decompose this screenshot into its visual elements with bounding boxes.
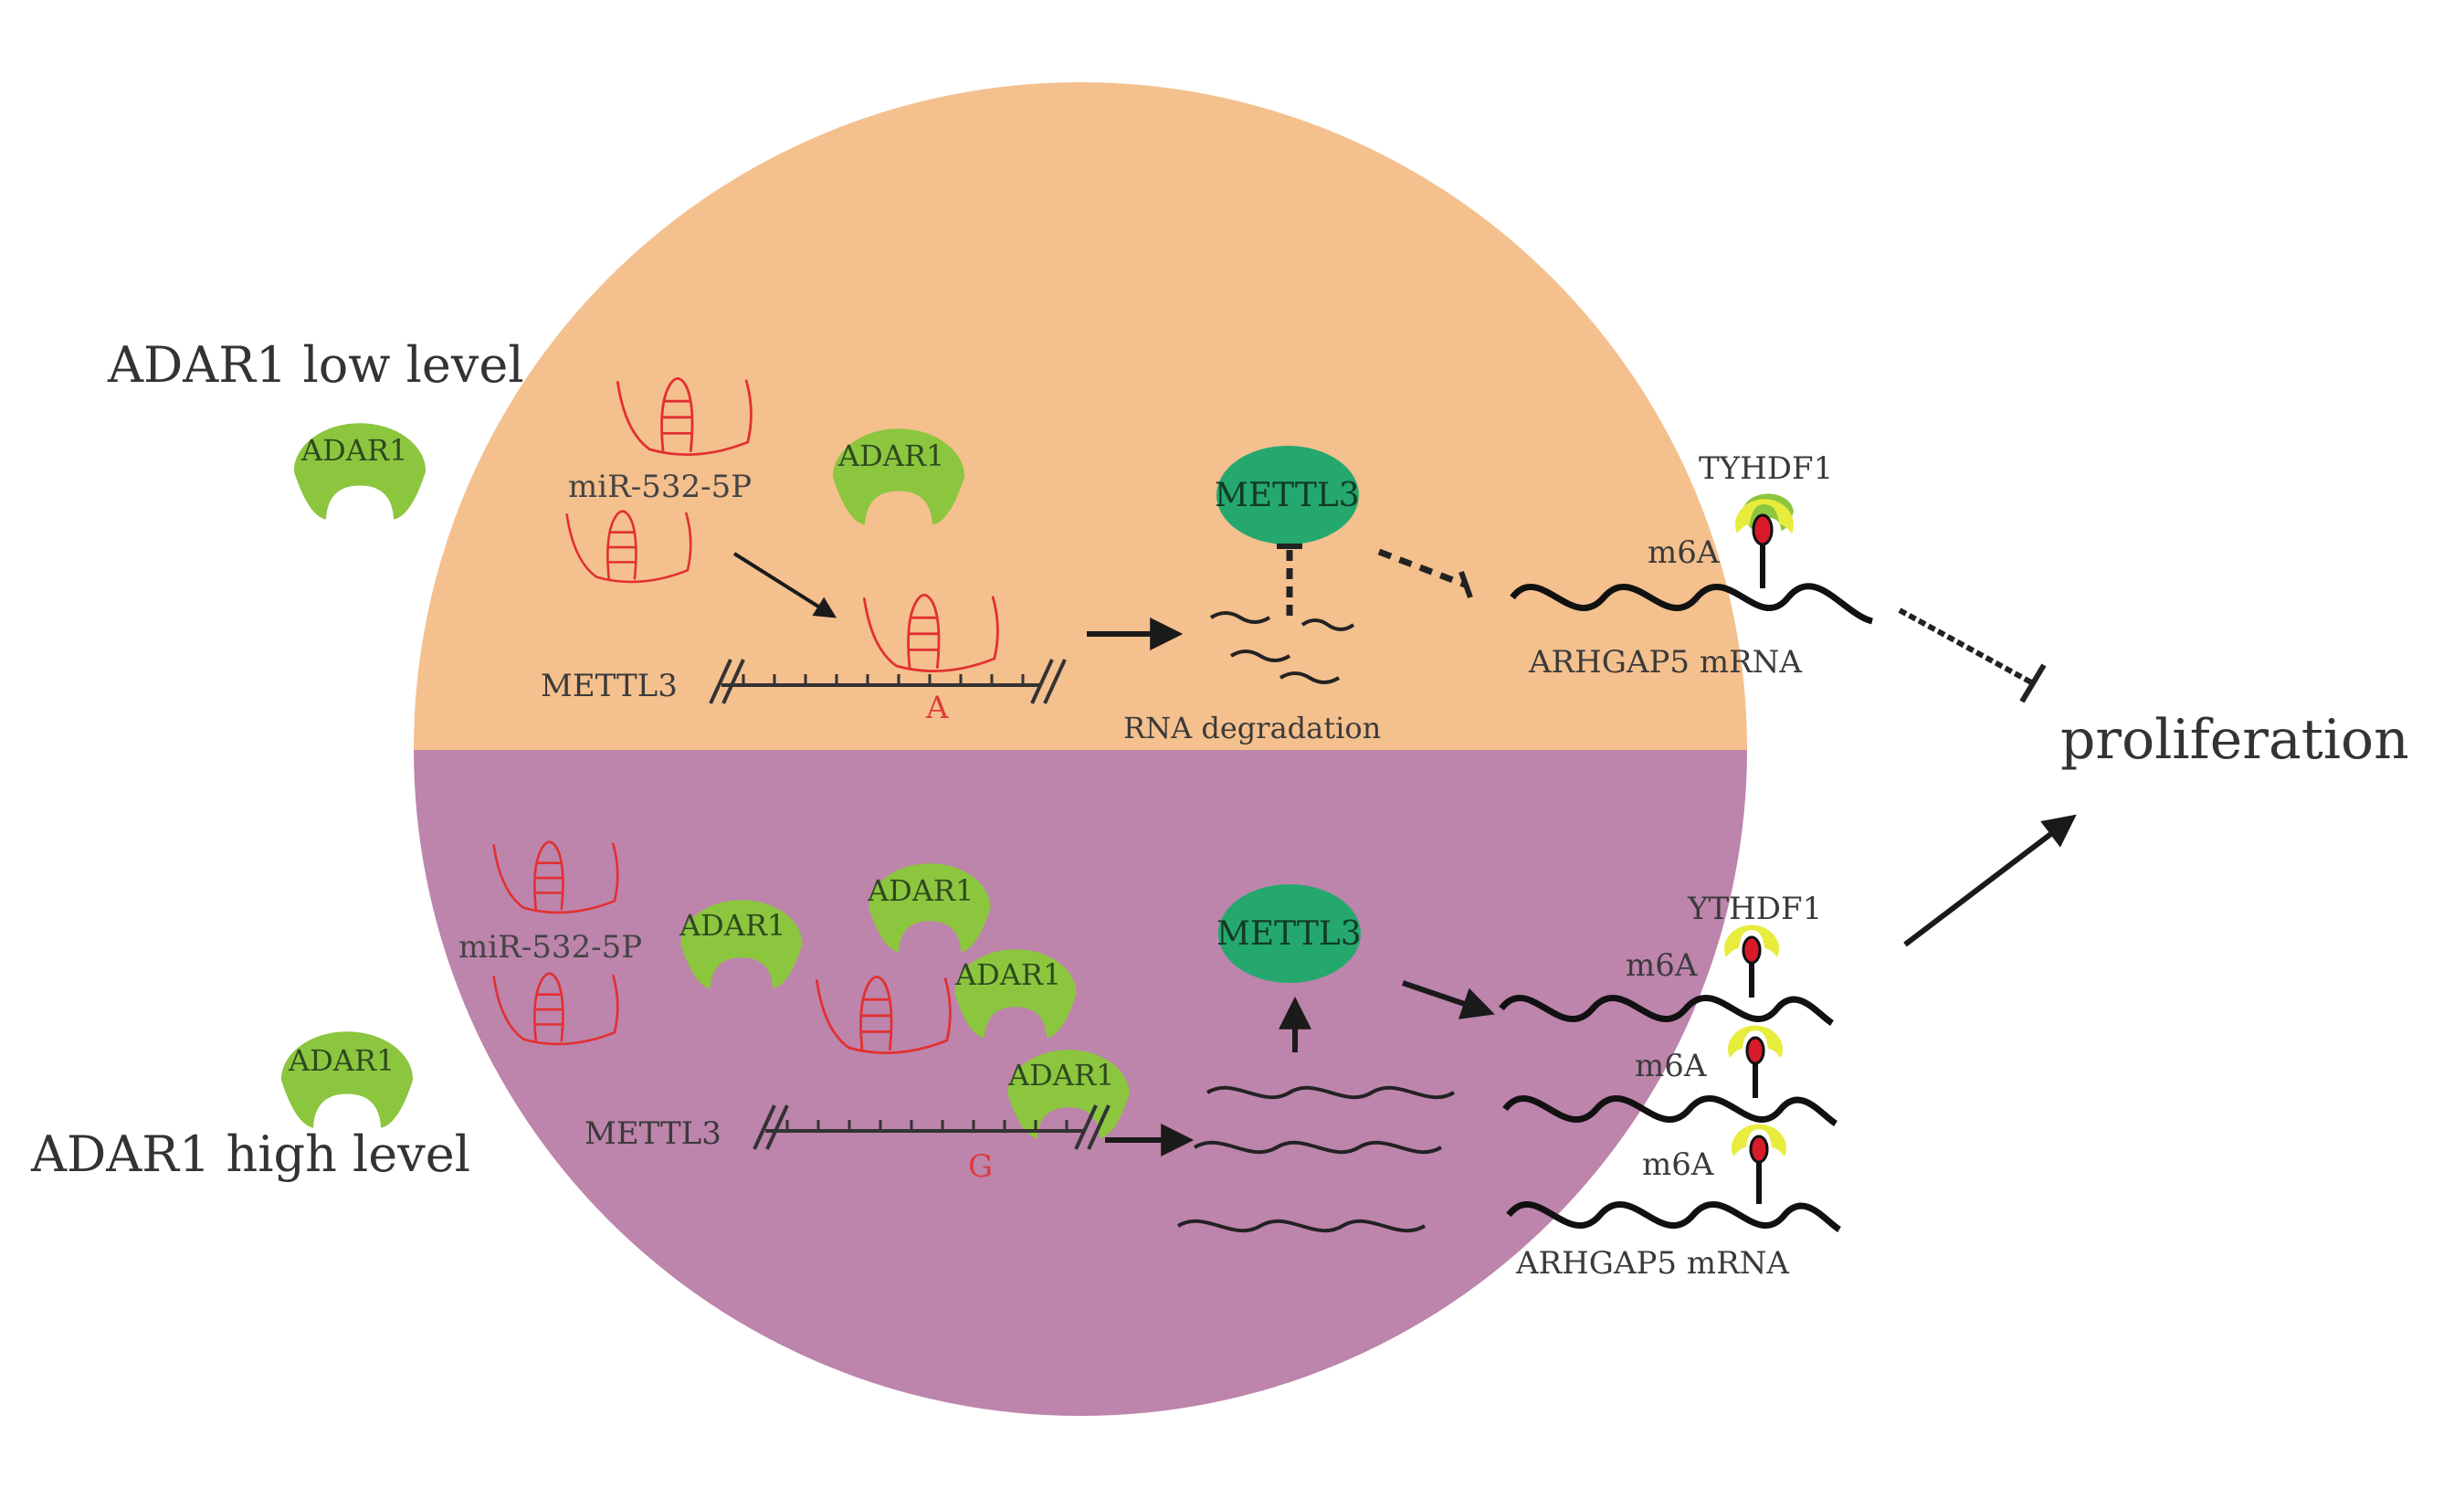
ythdf1-reader-icons (1724, 499, 1794, 1156)
arhgap5-mrna-bottom-2 (1502, 1094, 1837, 1126)
m6a-label-top: m6A (1648, 534, 1720, 571)
inhibition-dashed-to-mrna (1377, 548, 1467, 588)
adar1-protein-outside-bottom: ADAR1 (280, 1031, 414, 1128)
inhibition-bar-to-mrna (1458, 570, 1473, 599)
mettl3-gene-strand-bottom (753, 1104, 1111, 1150)
inhibition-dashed-proliferation (1898, 607, 2035, 686)
mettl3-gene-label-bottom: METTL3 (584, 1115, 721, 1152)
proliferation-label: proliferation (2060, 708, 2409, 772)
high-level-label: ADAR1 high level (30, 1125, 470, 1183)
ythdf1-reader-bottom-icon-3 (1732, 1124, 1787, 1156)
mirna-label-bottom: miR-532-5P (458, 929, 642, 966)
ythdf1-label-top: TYHDF1 (1699, 450, 1833, 487)
mettl3-gene-label-top: METTL3 (541, 668, 678, 704)
mettl3-mrna-transcripts (1176, 1085, 1456, 1233)
methylation-arrow (1402, 980, 1495, 1019)
arhgap5-mrna-label-top: ARHGAP5 mRNA (1528, 644, 1802, 681)
m6a-label-bottom-1: m6A (1626, 947, 1698, 984)
inhibition-bar-proliferation (2019, 663, 2047, 703)
svg-text:ADAR1: ADAR1 (867, 873, 974, 908)
m6a-mark-top-front (1752, 513, 1774, 546)
ythdf1-reader-top-icon (1735, 499, 1794, 533)
arhgap5-mrna-bottom-3 (1506, 1200, 1841, 1232)
rna-degradation-label: RNA degradation (1123, 711, 1381, 745)
ythdf1-label-bottom: YTHDF1 (1687, 891, 1822, 927)
svg-text:ADAR1: ADAR1 (300, 433, 407, 468)
adar1-protein-lower-4: ADAR1 (1007, 1050, 1130, 1139)
binding-arrow-top (732, 552, 837, 618)
svg-text:ADAR1: ADAR1 (837, 438, 944, 473)
m6a-mark-bottom-3-front (1749, 1135, 1769, 1164)
low-level-label: ADAR1 low level (107, 336, 524, 394)
svg-text:ADAR1: ADAR1 (679, 908, 785, 943)
edit-site-g: G (968, 1148, 993, 1185)
m6a-mark-bottom-2-front (1745, 1036, 1765, 1065)
m6a-label-bottom-3: m6A (1642, 1146, 1714, 1183)
mettl3-gene-strand-top (709, 659, 1067, 704)
adar1-protein-lower-1: ADAR1 (679, 900, 803, 989)
svg-text:ADAR1: ADAR1 (954, 957, 1061, 992)
degraded-rna-fragments (1209, 611, 1355, 684)
ythdf1-reader-bottom-icon-1 (1724, 924, 1780, 957)
m6a-label-bottom-2: m6A (1635, 1048, 1707, 1084)
arhgap5-mrna-top (1510, 583, 1874, 625)
svg-text:ADAR1: ADAR1 (1007, 1058, 1114, 1093)
mettl3-protein-bottom: METTL3 (1216, 884, 1362, 983)
m6a-mark-bottom-1-front (1742, 935, 1762, 965)
svg-text:ADAR1: ADAR1 (288, 1043, 395, 1078)
svg-text:METTL3: METTL3 (1216, 915, 1362, 953)
adar1-protein-lower-3: ADAR1 (954, 949, 1077, 1039)
ythdf1-reader-bottom-icon-2 (1728, 1025, 1783, 1058)
arhgap5-mrna-label-bottom: ARHGAP5 mRNA (1515, 1245, 1789, 1282)
edit-site-a: A (925, 690, 949, 726)
cell-circle (414, 82, 1747, 1416)
adar1-protein-upper: ADAR1 (832, 428, 965, 525)
adar1-protein-outside-top: ADAR1 (293, 423, 426, 520)
promotion-arrow-proliferation (1903, 814, 2077, 947)
mettl3-protein-top: METTL3 (1215, 446, 1360, 544)
svg-text:METTL3: METTL3 (1215, 477, 1360, 514)
arhgap5-mrna-bottom-1 (1499, 994, 1834, 1026)
adar1-protein-lower-2: ADAR1 (867, 863, 991, 953)
mirna-label-top: miR-532-5P (568, 469, 752, 505)
